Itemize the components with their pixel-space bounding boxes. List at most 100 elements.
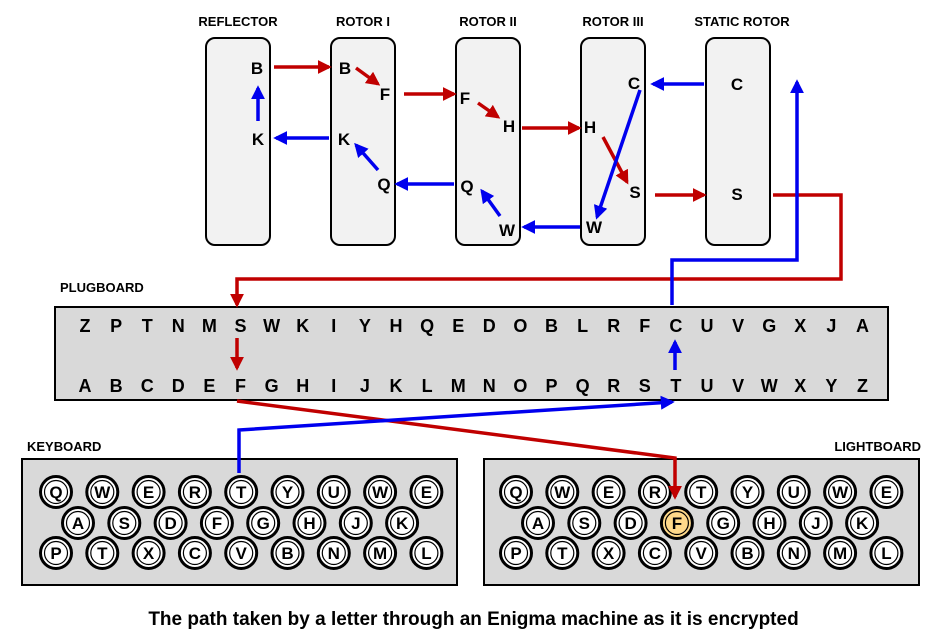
forward-arrow-ii-f-to-h	[476, 101, 501, 119]
plugboard-letter: V	[732, 316, 744, 336]
plugboard-letter: E	[203, 376, 215, 396]
rotor-i-letter: Q	[377, 175, 390, 194]
lightboard-key-rim	[827, 540, 853, 566]
keyboard-key-rim	[136, 479, 161, 505]
plugboard-letter: P	[110, 316, 122, 336]
keyboard-key-f[interactable]: F	[199, 506, 234, 540]
lightboard-key-rim	[596, 479, 621, 505]
lightboard-key-n: N	[776, 536, 811, 570]
plugboard-letter: V	[732, 376, 744, 396]
lightboard-key-label: S	[579, 514, 590, 533]
keyboard-key-c[interactable]: C	[177, 536, 212, 570]
lightboard-key-h: H	[752, 506, 787, 540]
backward-path	[237, 77, 804, 473]
lightboard-key-rim	[525, 510, 551, 536]
lightboard-key-rim	[642, 540, 668, 566]
keyboard-key-u[interactable]: U	[316, 475, 351, 509]
keyboard-key-rim	[390, 510, 415, 536]
lightboard-key-label: Y	[742, 483, 754, 502]
keyboard-key-q[interactable]: Q	[39, 475, 73, 509]
plugboard-letter: I	[331, 376, 336, 396]
lightboard-key-label: M	[833, 544, 847, 563]
plugboard-letter: D	[172, 376, 185, 396]
keyboard-key-w[interactable]: W	[363, 475, 398, 509]
plugboard-letter: Y	[359, 316, 371, 336]
keyboard-key-d[interactable]: D	[153, 506, 188, 540]
keyboard-key-e[interactable]: E	[131, 475, 166, 509]
lightboard-key-label: V	[696, 544, 708, 563]
keyboard-key-label: L	[421, 544, 431, 563]
keyboard-key-r[interactable]: R	[177, 475, 212, 509]
lightboard-key-r: R	[637, 475, 672, 509]
plugboard-letter: N	[172, 316, 185, 336]
keyboard-key-p[interactable]: P	[39, 536, 73, 570]
keyboard-key-j[interactable]: J	[338, 506, 373, 540]
lightboard-key-label: K	[856, 514, 869, 533]
lightboard-key-rim	[503, 479, 529, 505]
keyboard-key-t[interactable]: T	[85, 536, 120, 570]
lightboard-key-j: J	[798, 506, 833, 540]
plugboard-letter: R	[607, 316, 620, 336]
plugboard-letter: P	[545, 376, 557, 396]
keyboard-key-rim	[229, 540, 254, 566]
keyboard-key-g[interactable]: G	[246, 506, 281, 540]
plugboard-letter: C	[669, 316, 682, 336]
keyboard-key-y[interactable]: Y	[270, 475, 305, 509]
keyboard-key-k[interactable]: K	[385, 506, 420, 540]
lightboard-key-rim	[596, 540, 621, 566]
rotor-ii-block	[455, 37, 521, 246]
plugboard-panel	[54, 306, 889, 401]
lightboard-key-s: S	[567, 506, 602, 540]
plugboard-letter: B	[545, 316, 558, 336]
keyboard-key-n[interactable]: N	[316, 536, 351, 570]
lightboard-key-rim	[827, 479, 853, 505]
plugboard-letter: C	[141, 376, 154, 396]
lightboard-key-label: N	[788, 544, 800, 563]
keyboard-key-v[interactable]: V	[224, 536, 259, 570]
lightboard-key-rim	[781, 479, 806, 505]
lightboard-key-label: P	[510, 544, 521, 563]
lightboard-key-label: J	[811, 514, 820, 533]
lightboard-key-k: K	[845, 506, 880, 540]
keyboard-key-b[interactable]: B	[270, 536, 305, 570]
keyboard-key-s[interactable]: S	[107, 506, 142, 540]
plugboard-letter: S	[234, 316, 246, 336]
rotor-iii-letter: S	[629, 183, 640, 202]
keyboard-key-label: X	[143, 544, 155, 563]
lightboard-key-m: M	[823, 536, 858, 570]
plugboard-letter: G	[762, 316, 776, 336]
lightboard-key-b: B	[730, 536, 765, 570]
keyboard-key-rim	[275, 479, 300, 505]
keyboard-key-rim	[251, 510, 276, 536]
lightboard-key-rim	[735, 540, 760, 566]
keyboard-key-rim	[182, 540, 207, 566]
keyboard-key-label: R	[189, 483, 201, 502]
rotor-ii-label: ROTOR II	[459, 14, 517, 29]
plugboard-letter: E	[452, 316, 464, 336]
keyboard-key-rim	[90, 479, 115, 505]
keyboard-key-label: S	[119, 514, 130, 533]
lightboard-key-a: A	[521, 506, 555, 540]
plugboard-letter: S	[639, 376, 651, 396]
keyboard-key-t[interactable]: T	[224, 475, 259, 509]
lightboard-key-label: B	[741, 544, 753, 563]
keyboard-key-label: W	[372, 483, 389, 502]
lightboard-key-label: U	[788, 483, 800, 502]
keyboard-key-m[interactable]: M	[363, 536, 398, 570]
keyboard-key-label: G	[257, 514, 270, 533]
lightboard-key-rim	[572, 510, 597, 536]
keyboard-key-x[interactable]: X	[131, 536, 166, 570]
lightboard-key-label: R	[649, 483, 661, 502]
keyboard-key-a[interactable]: A	[61, 506, 95, 540]
keyboard-key-rim	[321, 540, 346, 566]
plugboard-letter: W	[761, 376, 778, 396]
lightboard-key-label: E	[881, 483, 892, 502]
plugboard-letter: F	[235, 376, 246, 396]
keyboard-key-l[interactable]: L	[409, 536, 444, 570]
plugboard-letter: D	[483, 316, 496, 336]
keyboard-key-label: J	[351, 514, 360, 533]
keyboard-key-w[interactable]: W	[85, 475, 120, 509]
rotor-i-letter: K	[338, 130, 351, 149]
keyboard-key-h[interactable]: H	[292, 506, 327, 540]
keyboard-key-e[interactable]: E	[409, 475, 444, 509]
